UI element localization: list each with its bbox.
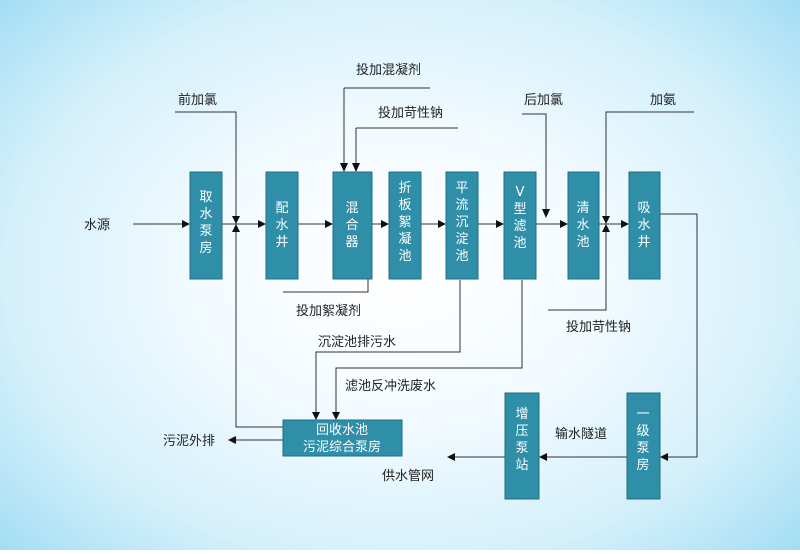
- arrow-coagulant: [340, 163, 348, 172]
- line-ammonia: [605, 111, 694, 216]
- line-caustic-bottom: [548, 232, 607, 311]
- text-intake-pump-house: 取水泵房: [199, 190, 212, 256]
- line-caustic-top: [355, 127, 458, 163]
- arrow-backwash: [332, 412, 340, 420]
- arrow-into-primary: [660, 453, 668, 461]
- line-recovery-return: [235, 232, 283, 428]
- arrow-caustic-top: [352, 163, 360, 172]
- arrow-into-suction: [621, 220, 629, 228]
- label-sedimentation-sewage: 沉淀池排污水: [318, 335, 396, 350]
- label-pre-chlorination: 前加氯: [178, 92, 217, 108]
- line-coagulant: [343, 87, 430, 163]
- arrow-into-clearwater: [560, 220, 568, 228]
- diagram-labels: 水源 前加氯 投加混凝剂 投加苛性钠 后加氯 加氨 投加絮凝剂 投加苛性钠 沉淀…: [84, 62, 676, 484]
- box-recovery-sludge-pump: [282, 419, 403, 457]
- box-v-filter: [503, 171, 537, 280]
- box-sedimentation-tank: [445, 171, 479, 280]
- label-caustic-soda-top: 投加苛性钠: [378, 105, 443, 121]
- text-primary-pump-house: 一级泵房: [636, 407, 649, 473]
- arrow-into-well: [258, 220, 266, 228]
- text-suction-well: 吸水井: [637, 201, 650, 250]
- label-water-source: 水源: [84, 218, 110, 233]
- box-booster-station: [504, 392, 540, 500]
- label-coagulant: 投加混凝剂: [356, 62, 421, 78]
- box-intake-pump-house: [189, 171, 223, 280]
- box-clearwater-tank: [567, 171, 600, 280]
- line-suction-to-primary: [660, 213, 698, 458]
- box-suction-well: [628, 171, 661, 280]
- arrow-into-mixer: [325, 220, 333, 228]
- line-pre-chlorination: [175, 111, 237, 216]
- arrow-into-sed: [438, 220, 446, 228]
- arrow-into-booster: [539, 453, 547, 461]
- arrow-to-network: [447, 453, 455, 461]
- box-primary-pump-house: [626, 392, 661, 500]
- arrow-recovery-return: [232, 224, 240, 232]
- box-flocculation-tank: [388, 171, 422, 280]
- label-transmission-tunnel: 输水隧道: [555, 426, 607, 442]
- label-caustic-soda-bottom: 投加苛性钠: [566, 319, 631, 335]
- arrow-into-intake: [182, 220, 190, 228]
- label-sludge-out: 污泥外排: [163, 434, 215, 449]
- text-mixer: 混合器: [345, 201, 358, 250]
- box-mixer: [332, 171, 373, 280]
- text-clearwater-tank: 清水池: [576, 201, 589, 250]
- arrow-pre-chlorination: [232, 216, 240, 224]
- arrow-caustic-bottom: [602, 224, 610, 232]
- label-ammonia: 加氨: [650, 93, 676, 108]
- text-flocculation-tank: 折板絮凝池: [398, 181, 411, 264]
- box-distribution-well: [265, 171, 299, 280]
- arrow-post-chlorination: [542, 209, 550, 218]
- label-flocculant: 投加絮凝剂: [296, 303, 361, 319]
- label-post-chlorination: 后加氯: [524, 93, 563, 108]
- flow-arrows: [182, 163, 668, 461]
- label-supply-network: 供水管网: [382, 469, 434, 484]
- line-post-chlorination: [522, 113, 547, 209]
- arrow-ammonia: [602, 216, 610, 224]
- text-sludge-pump-house: 污泥综合泵房: [303, 439, 381, 455]
- flow-lines: [133, 87, 698, 458]
- text-booster-station: 增压泵站: [515, 407, 528, 473]
- arrow-sed-sewage: [312, 412, 320, 420]
- arrow-into-filter: [496, 220, 504, 228]
- text-distribution-well: 配水井: [275, 201, 288, 250]
- line-sedimentation-sewage: [315, 280, 461, 412]
- text-sedimentation-tank: 平流沉淀池: [455, 181, 468, 264]
- line-backwash-waste: [335, 280, 523, 412]
- text-recovery-tank: 回收水池: [316, 423, 368, 438]
- label-backwash-waste: 滤池反冲洗废水: [345, 378, 436, 394]
- arrow-sludge-out: [228, 436, 236, 444]
- arrow-into-floc: [381, 220, 389, 228]
